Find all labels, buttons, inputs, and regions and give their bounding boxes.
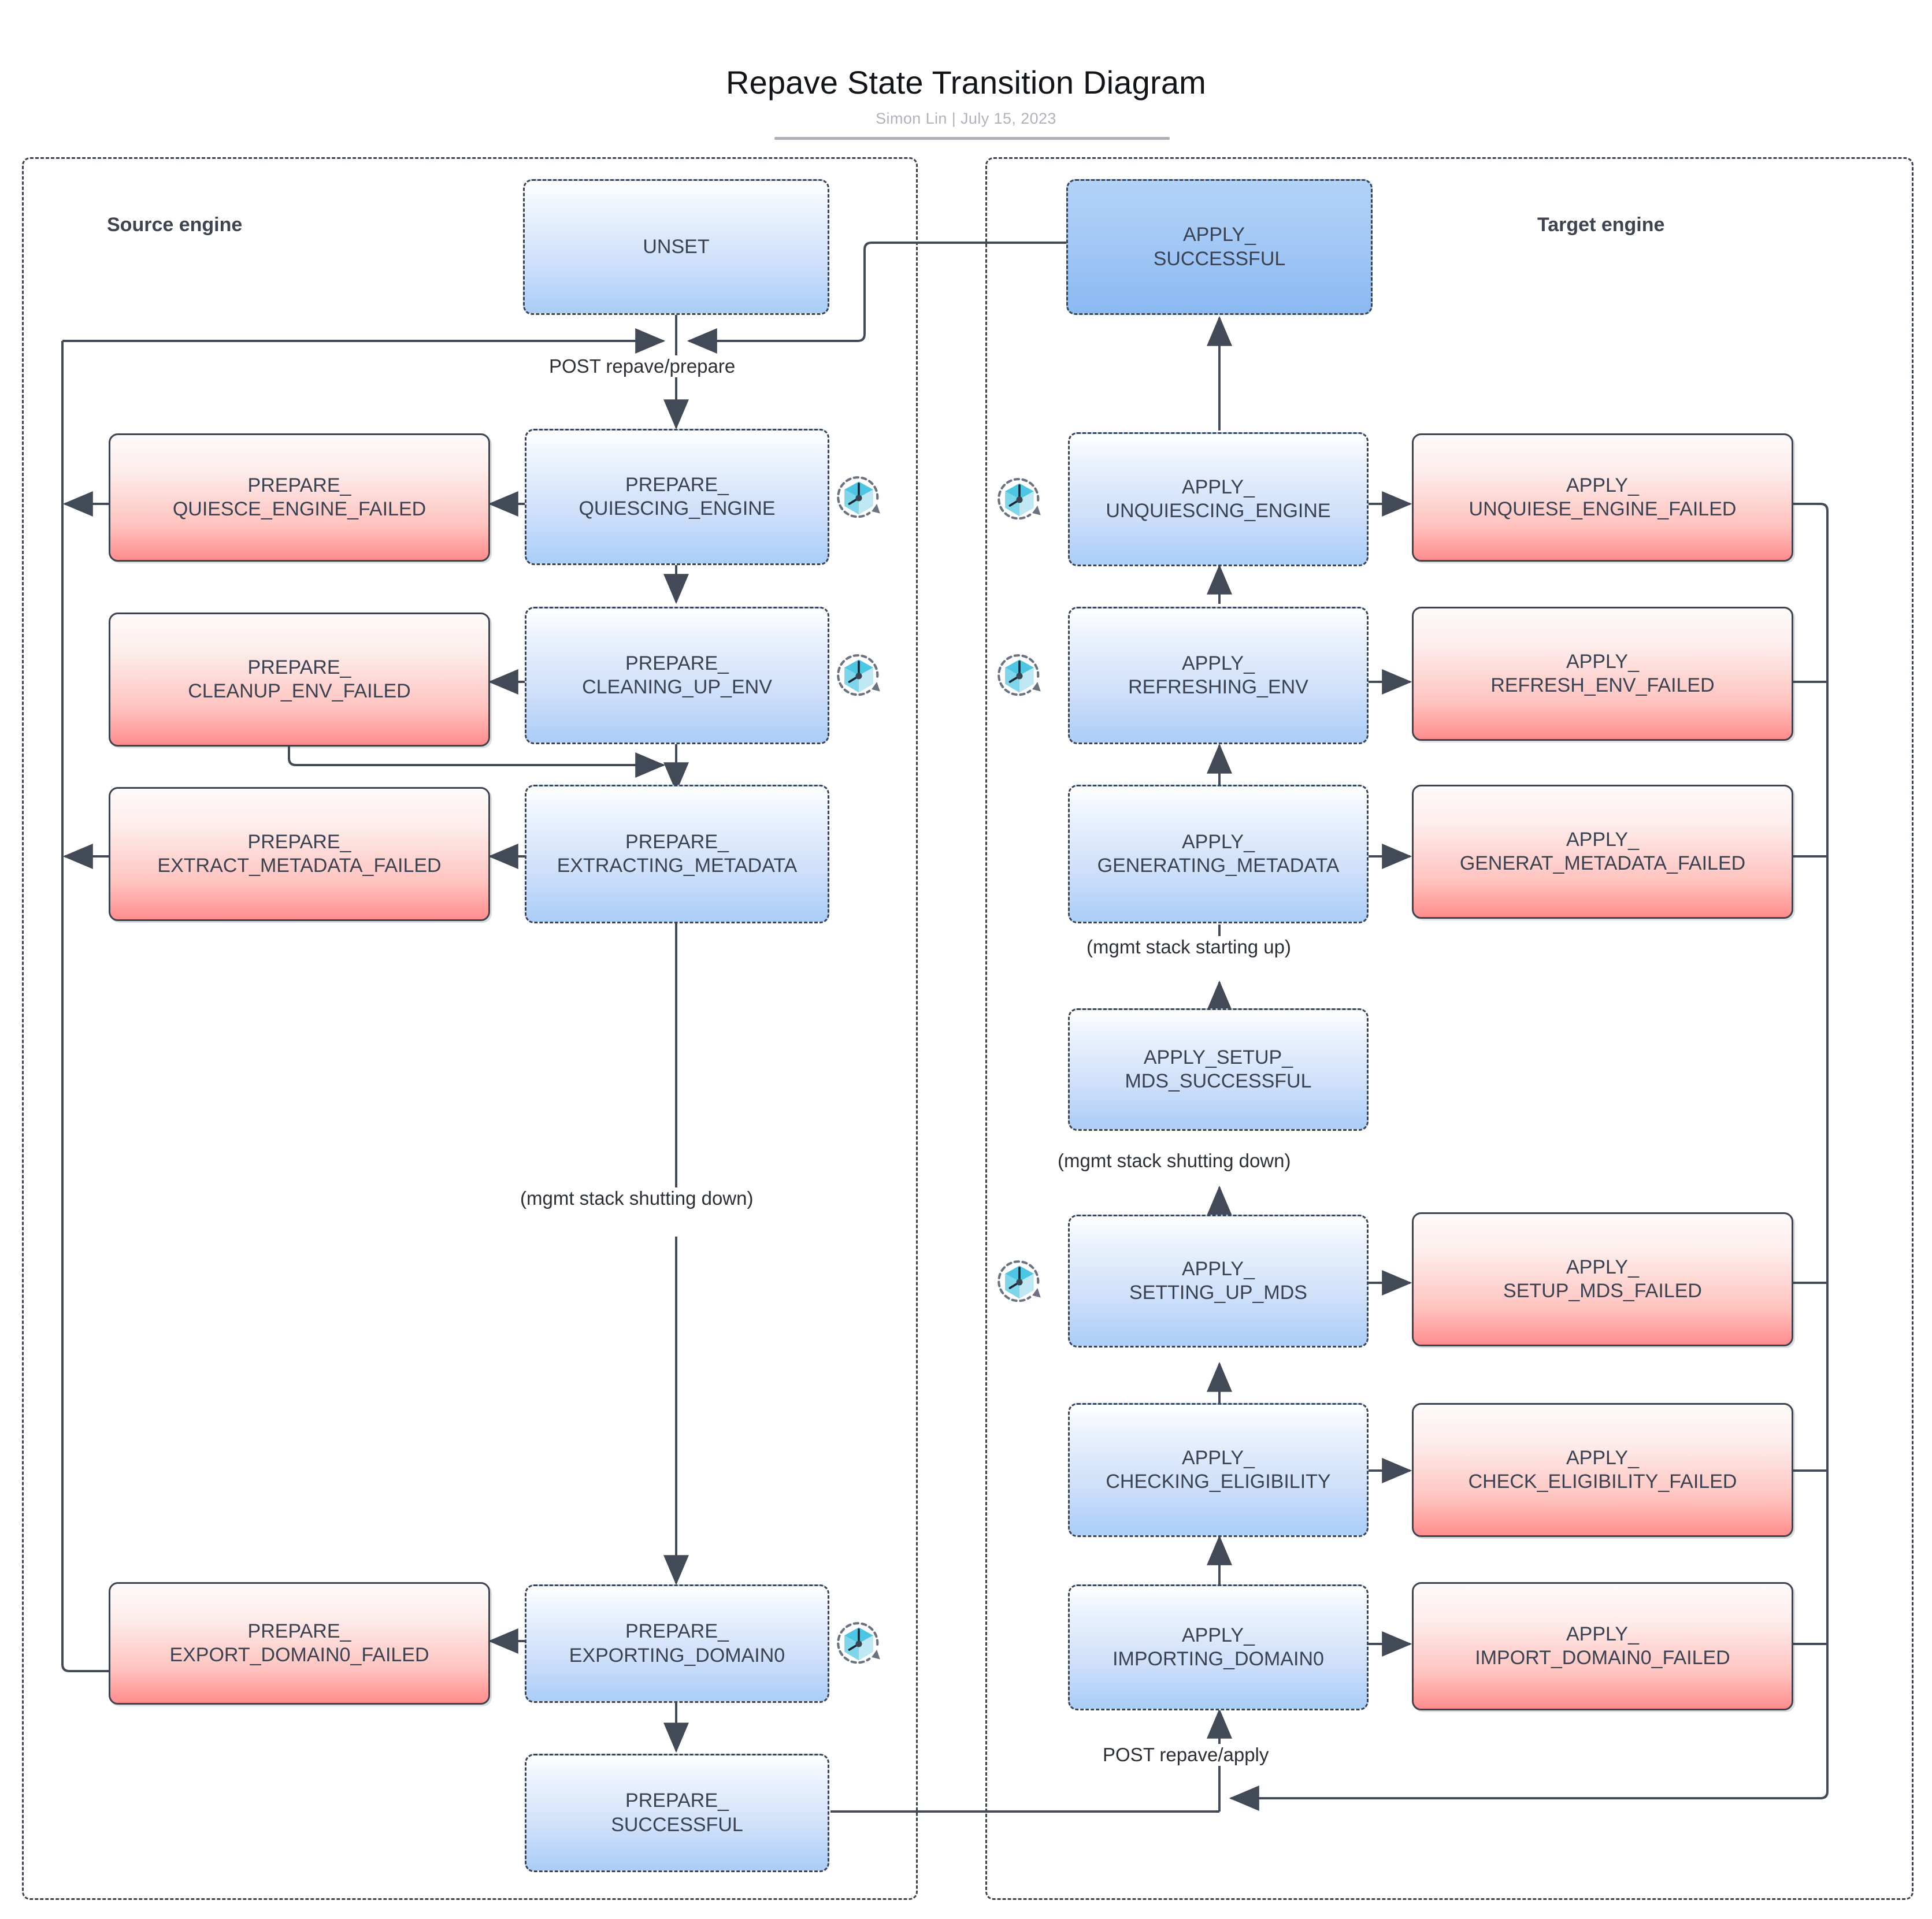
lane-source-engine-title: Source engine [107, 214, 243, 236]
node-apply-import-domain0-failed[interactable]: APPLY_ IMPORT_DOMAIN0_FAILED [1412, 1582, 1793, 1710]
page-title: Repave State Transition Diagram [725, 64, 1207, 101]
node-apply-generat-metadata-failed[interactable]: APPLY_ GENERAT_METADATA_FAILED [1412, 785, 1793, 919]
edge-label-mgmt-stack-shutting-down-right: (mgmt stack shutting down) [1052, 1150, 1297, 1172]
node-apply-setting-up-mds[interactable]: APPLY_ SETTING_UP_MDS [1068, 1215, 1369, 1348]
node-prepare-successful[interactable]: PREPARE_ SUCCESSFUL [525, 1754, 829, 1872]
edge-label-mgmt-stack-starting-up: (mgmt stack starting up) [1081, 936, 1297, 958]
lane-target-engine-title: Target engine [1537, 214, 1665, 236]
node-prepare-cleaning-up-env[interactable]: PREPARE_ CLEANING_UP_ENV [525, 607, 829, 744]
node-prepare-exporting-domain0[interactable]: PREPARE_ EXPORTING_DOMAIN0 [525, 1584, 829, 1703]
node-apply-checking-eligibility[interactable]: APPLY_ CHECKING_ELIGIBILITY [1068, 1403, 1369, 1537]
timer-cube-icon [832, 649, 885, 702]
edge-label-mgmt-stack-shutting-down-left: (mgmt stack shutting down) [514, 1187, 759, 1209]
node-unset[interactable]: UNSET [523, 179, 829, 315]
lane-source-engine [22, 157, 918, 1900]
timer-cube-icon [832, 1617, 885, 1670]
node-apply-refresh-env-failed[interactable]: APPLY_ REFRESH_ENV_FAILED [1412, 607, 1793, 741]
node-apply-setup-mds-failed[interactable]: APPLY_ SETUP_MDS_FAILED [1412, 1212, 1793, 1346]
edge-label-post-repave-apply: POST repave/apply [1097, 1744, 1275, 1766]
node-prepare-quiescing-engine[interactable]: PREPARE_ QUIESCING_ENGINE [525, 429, 829, 565]
node-prepare-cleanup-env-failed[interactable]: PREPARE_ CLEANUP_ENV_FAILED [109, 613, 490, 747]
node-apply-successful[interactable]: APPLY_ SUCCESSFUL [1066, 179, 1373, 315]
lane-target-engine [985, 157, 1914, 1900]
node-prepare-extracting-metadata[interactable]: PREPARE_ EXTRACTING_METADATA [525, 785, 829, 923]
node-prepare-export-domain0-failed[interactable]: PREPARE_ EXPORT_DOMAIN0_FAILED [109, 1582, 490, 1705]
header-divider [774, 137, 1170, 140]
timer-cube-icon [993, 649, 1046, 702]
node-apply-setup-mds-successful[interactable]: APPLY_SETUP_ MDS_SUCCESSFUL [1068, 1008, 1369, 1131]
diagram-header: Repave State Transition Diagram Simon Li… [0, 0, 1932, 144]
node-apply-refreshing-env[interactable]: APPLY_ REFRESHING_ENV [1068, 607, 1369, 744]
node-apply-importing-domain0[interactable]: APPLY_ IMPORTING_DOMAIN0 [1068, 1584, 1369, 1710]
edge-label-post-repave-prepare: POST repave/prepare [543, 355, 741, 377]
timer-cube-icon [993, 473, 1046, 526]
timer-cube-icon [993, 1255, 1046, 1308]
node-apply-unquiese-engine-failed[interactable]: APPLY_ UNQUIESE_ENGINE_FAILED [1412, 433, 1793, 562]
node-apply-generating-metadata[interactable]: APPLY_ GENERATING_METADATA [1068, 785, 1369, 923]
page-byline: Simon Lin | July 15, 2023 [876, 110, 1056, 127]
node-prepare-quiesce-engine-failed[interactable]: PREPARE_ QUIESCE_ENGINE_FAILED [109, 433, 490, 562]
node-apply-check-eligibility-failed[interactable]: APPLY_ CHECK_ELIGIBILITY_FAILED [1412, 1403, 1793, 1537]
node-prepare-extract-metadata-failed[interactable]: PREPARE_ EXTRACT_METADATA_FAILED [109, 787, 490, 921]
node-apply-unquiescing-engine[interactable]: APPLY_ UNQUIESCING_ENGINE [1068, 432, 1369, 566]
timer-cube-icon [832, 471, 885, 524]
